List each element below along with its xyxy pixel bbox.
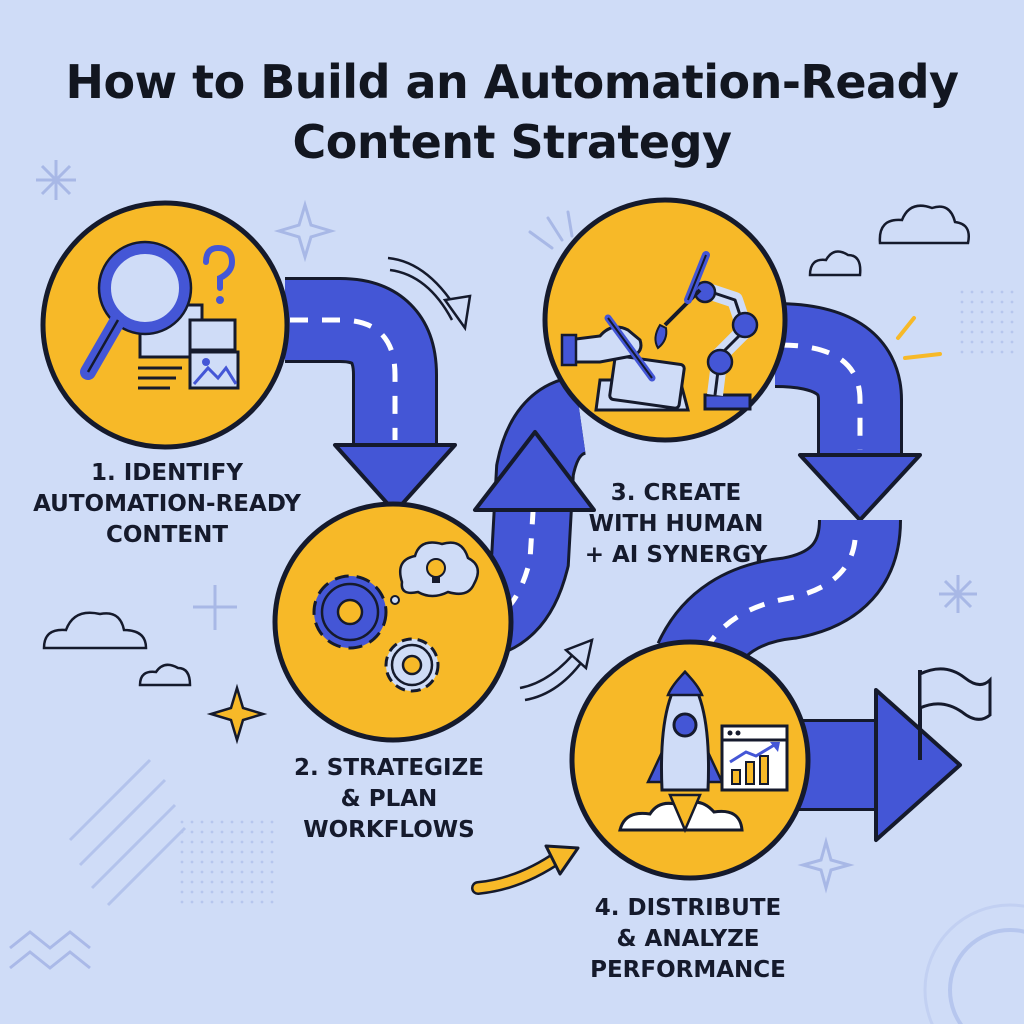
background-decorations (9, 160, 1024, 1024)
finish-flag-icon (918, 667, 992, 760)
road-1-to-2 (285, 277, 457, 514)
step-3-label-line: with Human (588, 511, 764, 537)
cloud-icon (808, 250, 862, 277)
step-4-label-line: & Analyze (616, 926, 760, 952)
arrowhead-down (333, 443, 457, 514)
step-2-label-line: Workflows (303, 817, 475, 843)
step-2-label: 2. Strategize & Plan Workflows (284, 753, 494, 846)
step-2-label-line: & Plan (340, 786, 438, 812)
sparkle-icon (797, 836, 855, 894)
road-3-to-4 (656, 302, 922, 679)
title-line-1: How to Build an Automation-Ready (65, 55, 960, 109)
cloud-icon (42, 611, 148, 650)
cloud-icon (878, 204, 970, 245)
title-line-2: Content Strategy (292, 115, 733, 169)
burst-icon (36, 160, 76, 200)
zigzag-top (9, 930, 91, 950)
step-2-circle (272, 501, 514, 743)
burst-icon (939, 575, 977, 613)
step-1-label-line: 1. Identify (91, 460, 243, 486)
step-1-circle (40, 200, 290, 450)
road-4-exit (790, 688, 962, 842)
step-4-label-line: Performance (590, 957, 786, 983)
step-3-label-line: + AI Synergy (584, 542, 768, 568)
step-3-label: 3. Create with Human + AI Synergy (576, 478, 776, 571)
corner-circle-outer (923, 903, 1024, 1024)
magnifier-question-icon (80, 240, 240, 390)
page-title: How to Build an Automation-Ready Content… (0, 52, 1024, 172)
step-3-label-line: 3. Create (610, 480, 742, 506)
arrowhead-down (798, 453, 922, 522)
rocket-chart-icon (618, 669, 789, 834)
zigzag-bottom (9, 950, 91, 970)
step-4-label: 4. Distribute & Analyze Performance (578, 893, 798, 986)
hand-robot-arm-icon (560, 251, 759, 412)
sparkle-icon (206, 683, 268, 745)
step-4-label-line: 4. Distribute (594, 895, 782, 921)
gears-lightbulb-icon (312, 541, 480, 693)
crosshair-icon (193, 585, 237, 630)
spark-lines-yellow (896, 316, 942, 360)
step-1-label-line: Content (105, 522, 229, 548)
step-3-circle (542, 197, 788, 443)
step-1-label-line: Automation-Ready (33, 491, 301, 517)
dot-pattern-right (960, 290, 1020, 360)
step-1-label: 1. Identify Automation-Ready Content (22, 458, 312, 551)
dot-pattern-left (180, 815, 280, 905)
hatch-lines (68, 758, 187, 907)
step-2-label-line: 2. Strategize (294, 755, 484, 781)
spark-lines (528, 210, 574, 250)
arrowhead-up (473, 430, 596, 512)
sparkle-icon (273, 199, 337, 263)
step-4-circle (569, 639, 811, 881)
corner-circle (948, 928, 1024, 1024)
cloud-icon (138, 663, 192, 687)
